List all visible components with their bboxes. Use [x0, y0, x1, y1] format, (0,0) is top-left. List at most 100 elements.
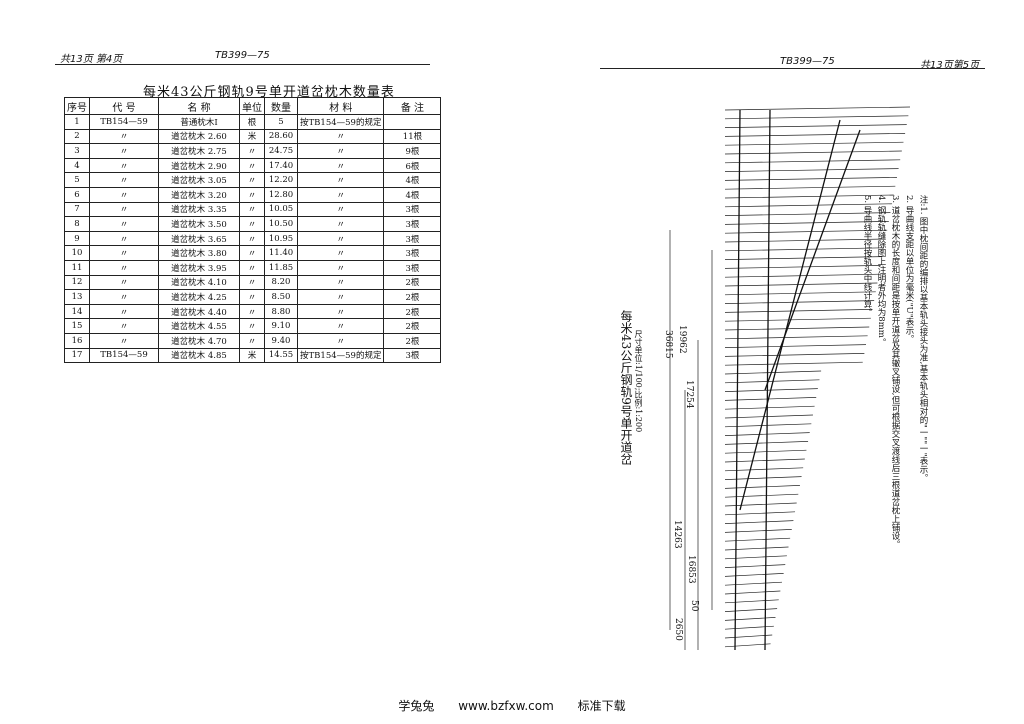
dim-label: 16853: [686, 555, 696, 584]
dim-label: 36815: [663, 330, 673, 359]
col-header: 材 料: [296, 97, 385, 115]
table-cell: 道岔枕木 4.70: [158, 332, 240, 349]
table-cell: 3根: [383, 347, 442, 364]
sleeper-line: [724, 529, 792, 533]
table-cell: 〃: [239, 230, 265, 247]
rail-lines: [734, 109, 861, 651]
table-cell: 11: [64, 259, 90, 276]
sleeper-line: [724, 608, 778, 612]
dim-label: 17254: [684, 380, 694, 409]
table-cell: 3根: [383, 216, 442, 232]
sleeper-line: [724, 256, 883, 260]
col-header: 数量: [264, 97, 298, 115]
table-cell: 8.50: [264, 289, 298, 305]
table-cell: 〃: [89, 201, 159, 218]
table-cell: 2根: [383, 274, 442, 291]
sleeper-line: [724, 476, 802, 480]
site-footer: 学兔兔 www.bzfxw.com 标准下载: [0, 697, 1024, 714]
table-row: 8〃道岔枕木 3.50〃10.50〃3根: [64, 216, 442, 232]
table-cell: 9.10: [264, 318, 298, 334]
table-cell: 2根: [383, 332, 442, 349]
table-cell: 〃: [296, 157, 385, 174]
sleeper-line: [724, 414, 813, 419]
table-header-row: 序号 代 号 名 称 单位 数量 材 料 备 注: [64, 97, 442, 115]
note-2: 2. 导曲线支距以单位为毫米("U"表示。: [904, 195, 914, 344]
table-cell: 〃: [239, 201, 265, 218]
table-cell: 〃: [296, 128, 385, 145]
table-cell: 10.95: [264, 230, 298, 247]
table-row: 14〃道岔枕木 4.40〃8.80〃2根: [64, 303, 442, 320]
table-cell: 按TB154—59的规定: [296, 114, 385, 130]
table-cell: 〃: [296, 245, 385, 261]
footer-url[interactable]: www.bzfxw.com: [458, 699, 554, 713]
table-cell: 〃: [296, 216, 385, 232]
left-page-counter: 共13页 第4页: [60, 54, 123, 65]
table-cell: 4根: [383, 186, 442, 203]
sleeper-line: [724, 537, 791, 542]
drawing-title: 每米43公斤钢轨9号单开道岔: [619, 310, 633, 465]
table-row: 16〃道岔枕木 4.70〃9.40〃2根: [64, 332, 442, 349]
table-cell: 〃: [89, 230, 159, 247]
table-cell: 12.80: [264, 186, 298, 203]
table-cell: 9.40: [264, 332, 298, 349]
table-cell: 8.80: [264, 303, 298, 320]
table-cell: 道岔枕木 2.90: [158, 157, 240, 174]
note-5: 5. 导曲线半径按轨头中线计算。: [862, 195, 872, 317]
table-cell: 道岔枕木 4.85: [158, 347, 240, 364]
table-cell: 〃: [239, 245, 265, 261]
table-row: 9〃道岔枕木 3.65〃10.95〃3根: [64, 230, 442, 247]
footer-site-name: 学兔兔: [398, 699, 435, 713]
table-cell: 〃: [89, 274, 159, 291]
sleeper-line: [724, 520, 794, 524]
table-cell: 〃: [89, 157, 159, 174]
sleeper-line: [724, 546, 789, 551]
table-cell: 12: [64, 274, 90, 291]
sleeper-line: [724, 168, 899, 172]
sleeper-line: [724, 634, 773, 639]
sleeper-line: [724, 617, 776, 621]
table-cell: 13: [64, 289, 90, 305]
table-cell: 根: [239, 114, 265, 130]
sleeper-line: [724, 573, 784, 577]
table-cell: 〃: [89, 289, 159, 305]
sleeper-line: [724, 555, 787, 560]
sleeper-line: [724, 185, 896, 190]
sleeper-line: [724, 238, 886, 243]
sleeper-line: [724, 106, 911, 111]
note-4: 4. 钢轨轨缝除图上注明者外均为8mm。: [876, 195, 886, 347]
table-cell: 〃: [89, 143, 159, 159]
table-cell: 2根: [383, 303, 442, 320]
table-cell: 道岔枕木 2.75: [158, 143, 240, 159]
sleeper-line: [724, 344, 867, 348]
table-cell: 普通枕木Ⅰ: [158, 114, 240, 130]
table-row: 5〃道岔枕木 3.05〃12.20〃4根: [64, 172, 442, 188]
table-cell: 〃: [89, 332, 159, 349]
table-cell: 3根: [383, 259, 442, 276]
sleeper-line: [724, 458, 805, 463]
table-row: 15〃道岔枕木 4.55〃9.10〃2根: [64, 318, 442, 334]
table-cell: [383, 114, 442, 130]
sleeper-line: [724, 309, 873, 313]
sleeper-line: [724, 423, 812, 428]
sleeper-line: [724, 405, 815, 410]
table-cell: 〃: [296, 289, 385, 305]
sleeper-line: [724, 397, 817, 401]
table-cell: 11.85: [264, 259, 298, 276]
table-cell: 11.40: [264, 245, 298, 261]
table-cell: 3根: [383, 245, 442, 261]
note-1: 注:1. 图中枕间距的编排以基本轨头接头为准,基本轨头相对的"一""一"表示。: [918, 195, 928, 483]
col-header: 单位: [239, 97, 265, 115]
table-cell: 道岔枕木 4.55: [158, 318, 240, 334]
table-cell: TB154—59: [89, 114, 159, 130]
footer-label: 标准下载: [577, 699, 626, 713]
table-cell: 5: [64, 172, 90, 188]
table-cell: 14.55: [264, 347, 298, 364]
col-header: 序号: [64, 97, 90, 115]
sleeper-line: [724, 159, 901, 164]
table-cell: 〃: [239, 143, 265, 159]
table-row: 12〃道岔枕木 4.10〃8.20〃2根: [64, 274, 442, 291]
table-cell: 道岔枕木 3.05: [158, 172, 240, 188]
table-cell: 2根: [383, 318, 442, 334]
sleeper-line: [724, 379, 820, 384]
table-cell: 10.05: [264, 201, 298, 218]
